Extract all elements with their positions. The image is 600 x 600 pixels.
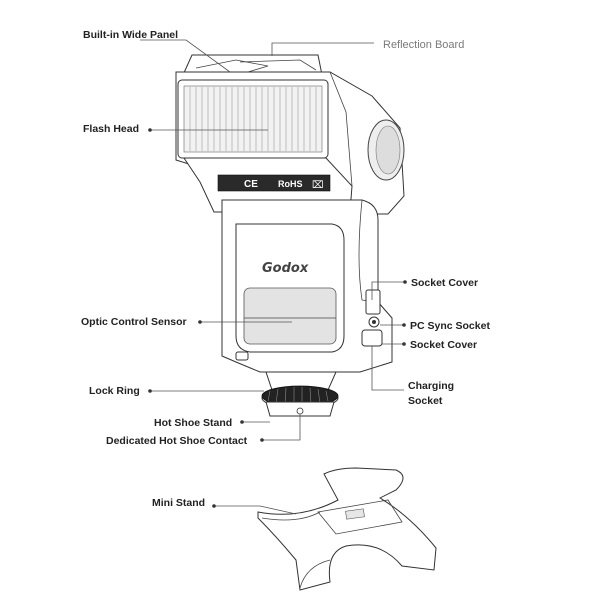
label-hot-shoe-stand: Hot Shoe Stand xyxy=(154,417,232,429)
label-charging-line2: Socket xyxy=(408,395,443,407)
fresnel-lens xyxy=(183,85,323,153)
label-built-in-wide-panel: Built-in Wide Panel xyxy=(83,29,178,41)
label-mini-stand: Mini Stand xyxy=(152,497,205,509)
hot-shoe-stand xyxy=(265,401,335,417)
label-flash-head: Flash Head xyxy=(83,123,139,135)
foot-assembly xyxy=(261,371,339,417)
flash-head: CE RoHS ⌧ xyxy=(175,71,405,215)
certification-plate xyxy=(217,174,331,192)
label-dedicated-hot-shoe-contact: Dedicated Hot Shoe Contact xyxy=(106,435,248,447)
flash-unit-illustration: CE RoHS ⌧ Godox xyxy=(175,54,405,417)
side-socket-cluster xyxy=(361,289,383,347)
rohs-mark: RoHS xyxy=(278,179,303,189)
flash-body: Godox xyxy=(221,199,393,373)
optic-sensor-window xyxy=(243,287,337,345)
callout-dots xyxy=(148,128,407,508)
lock-ring xyxy=(261,385,339,409)
mini-stand-illustration xyxy=(257,467,437,591)
label-socket-cover-top: Socket Cover xyxy=(411,277,478,289)
label-socket-cover-bottom: Socket Cover xyxy=(410,339,477,351)
brand-logo: Godox xyxy=(262,261,309,276)
callout-labels: Built-in Wide Panel Reflection Board Fla… xyxy=(81,29,490,509)
label-optic-control-sensor: Optic Control Sensor xyxy=(81,316,187,328)
label-pc-sync-socket: PC Sync Socket xyxy=(410,320,490,332)
leader-lines xyxy=(140,39,405,515)
label-lock-ring: Lock Ring xyxy=(89,385,140,397)
weee-icon: ⌧ xyxy=(312,180,324,191)
label-charging-line1: Charging xyxy=(408,380,454,392)
label-reflection-board: Reflection Board xyxy=(383,39,464,51)
ce-mark: CE xyxy=(244,179,258,190)
